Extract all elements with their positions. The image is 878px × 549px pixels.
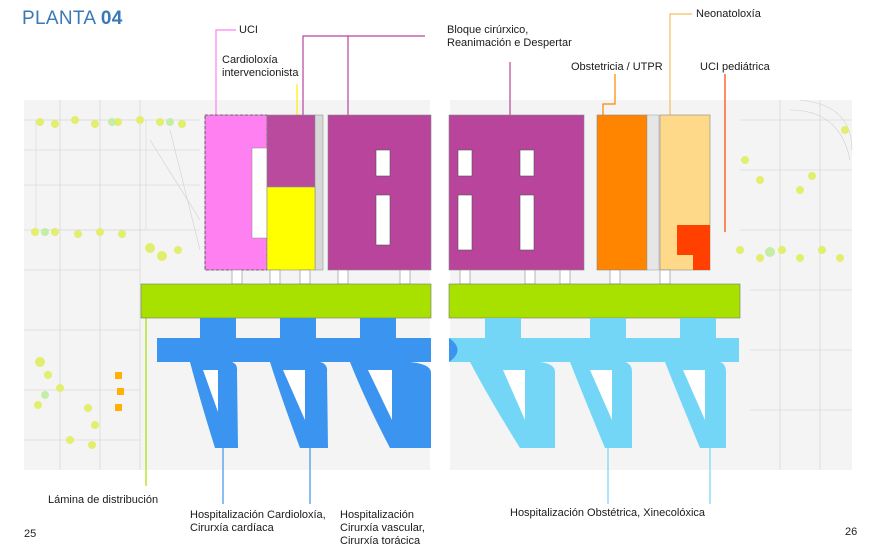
label-uci: UCI <box>239 24 258 36</box>
pointer-lines <box>145 13 726 504</box>
label-cardiologia-line2: intervencionista <box>222 67 299 79</box>
label-obstetricia: Obstetricia / UTPR <box>571 61 663 73</box>
bloque-cirurxico-right <box>448 114 585 271</box>
page-number-left: 25 <box>24 528 37 540</box>
label-bloque: Bloque cirúrxico, Reanimación e Desperta… <box>447 24 572 50</box>
label-hosp-vasc-line2: Cirurxía vascular, <box>340 522 425 534</box>
lamina-distribucion <box>140 283 741 319</box>
page-number-right: 26 <box>845 526 858 538</box>
label-lamina: Lámina de distribución <box>48 494 159 506</box>
label-hosp-vasc: Hospitalización Cirurxía vascular, Cirur… <box>340 509 425 548</box>
uci-pediatrica-block <box>677 225 710 270</box>
yellow-block <box>266 186 316 271</box>
title-prefix: PLANTA <box>22 8 101 29</box>
label-hosp-cardio-line1: Hospitalización Cardioloxía, <box>190 509 326 521</box>
hospitalizacion-left <box>157 318 431 448</box>
label-neonatologia: Neonatoloxía <box>696 8 761 20</box>
bloque-cirurxico-left <box>327 114 432 271</box>
label-hosp-obst: Hospitalización Obstétrica, Xinecolóxica <box>510 507 706 519</box>
cardiologia-intervencionista-block <box>266 114 324 271</box>
label-uci-pediatrica: UCI pediátrica <box>700 61 770 73</box>
uci-block <box>204 114 268 271</box>
label-hosp-vasc-line1: Hospitalización <box>340 509 414 521</box>
label-cardiologia: Cardioloxía intervencionista <box>222 54 298 80</box>
label-bloque-line2: Reanimación e Despertar <box>447 37 572 49</box>
label-hosp-cardio: Hospitalización Cardioloxía, Cirurxía ca… <box>190 509 326 535</box>
page-title: PLANTA 04 <box>22 8 123 30</box>
label-bloque-line1: Bloque cirúrxico, <box>447 24 529 36</box>
label-hosp-cardio-line2: Cirurxía cardíaca <box>190 522 274 534</box>
title-number: 04 <box>100 8 123 29</box>
hospitalizacion-right <box>449 318 739 448</box>
trees <box>31 116 849 449</box>
label-cardiologia-line1: Cardioloxía <box>222 54 278 66</box>
label-hosp-vasc-line3: Cirurxía torácica <box>340 535 421 547</box>
obstetricia-block <box>596 114 660 271</box>
connectors <box>231 269 671 285</box>
